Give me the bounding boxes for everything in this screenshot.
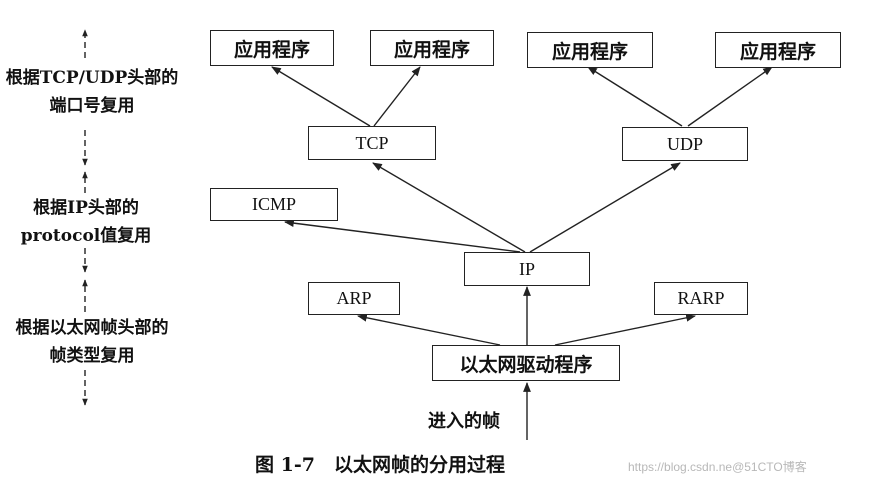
- tcp-box: TCP: [308, 126, 436, 160]
- side-label-frame-line1: 根据以太网帧头部的: [15, 318, 169, 338]
- arrow-udp-to-app3: [587, 66, 683, 127]
- side-label-port-line2: 端口号复用: [49, 96, 135, 116]
- side-label-port: 根据TCP/UDP头部的 端口号复用: [0, 64, 190, 120]
- side-label-port-line1: 根据TCP/UDP头部的: [5, 68, 179, 88]
- app-box-1: 应用程序: [210, 30, 334, 66]
- arrow-udp-to-app4: [687, 66, 773, 127]
- app-box-2: 应用程序: [370, 30, 494, 66]
- arrow-driver-to-arp: [357, 313, 501, 346]
- ethernet-driver-label: 以太网驱动程序: [459, 353, 593, 376]
- rarp-label: RARP: [677, 288, 725, 308]
- udp-label: UDP: [666, 133, 703, 154]
- arp-box: ARP: [308, 282, 400, 315]
- app-box-3-label: 应用程序: [551, 40, 628, 63]
- app-box-1-label: 应用程序: [233, 38, 310, 61]
- ip-label: IP: [518, 258, 535, 279]
- side-label-protocol: 根据IP头部的 protocol值复用: [6, 194, 166, 250]
- rarp-box: RARP: [654, 282, 748, 315]
- icmp-box: ICMP: [210, 188, 338, 221]
- arrow-ip-to-icmp: [284, 219, 521, 253]
- figure-caption: 图 1-7 以太网帧的分用过程: [255, 454, 505, 476]
- watermark: https://blog.csdn.ne@51CTO博客: [628, 460, 807, 474]
- app-box-3: 应用程序: [527, 32, 653, 68]
- side-label-frame-line2: 帧类型复用: [49, 346, 135, 366]
- icmp-label: ICMP: [251, 194, 296, 214]
- arrow-driver-to-rarp: [554, 313, 696, 346]
- side-label-protocol-line2: protocol值复用: [20, 226, 152, 246]
- ethernet-driver-box: 以太网驱动程序: [432, 345, 620, 381]
- app-box-2-label: 应用程序: [393, 38, 470, 61]
- side-label-frame: 根据以太网帧头部的 帧类型复用: [0, 314, 190, 370]
- tcp-label: TCP: [355, 132, 389, 153]
- ip-box: IP: [464, 252, 590, 286]
- udp-box: UDP: [622, 127, 748, 161]
- incoming-frame-label: 进入的帧: [428, 411, 500, 432]
- arrow-ip-to-udp: [529, 162, 681, 253]
- arrow-ip-to-tcp: [372, 162, 526, 253]
- arrow-tcp-to-app1: [271, 66, 371, 127]
- side-label-protocol-line1: 根据IP头部的: [33, 198, 139, 218]
- app-box-4-label: 应用程序: [739, 40, 816, 63]
- app-box-4: 应用程序: [715, 32, 841, 68]
- arp-label: ARP: [336, 288, 372, 308]
- arrow-tcp-to-app2: [373, 66, 421, 127]
